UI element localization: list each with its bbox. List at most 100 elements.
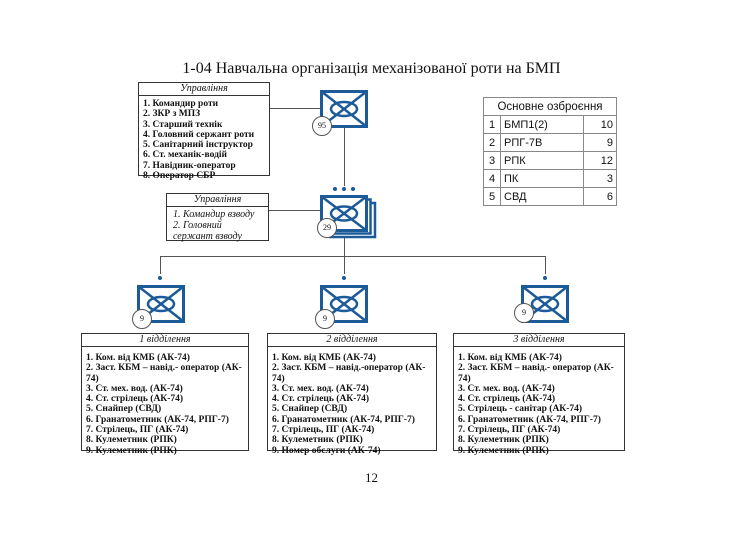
connector-squad-1 bbox=[160, 256, 161, 274]
list-item: 8. Оператор СБР bbox=[143, 171, 216, 182]
weapon-name: БМП1(2) bbox=[500, 115, 584, 134]
list-item: 9. Кулеметник (РПК) bbox=[458, 445, 549, 456]
squad-1-unit-symbol: 9 bbox=[132, 285, 185, 329]
connector-horizontal-bus bbox=[160, 256, 545, 257]
list-item: 5. Санітарний інструктор bbox=[143, 140, 253, 151]
list-item: 4. Ст. стрілець (АК-74) bbox=[458, 394, 556, 405]
list-item: 7. Стрілець, ПГ (АК-74) bbox=[86, 425, 189, 436]
list-item: 2. ЗКР з МПЗ bbox=[143, 109, 201, 120]
list-item: 2. Заст. КБМ – навід.- оператор (АК- 74) bbox=[458, 363, 614, 384]
connector-platoon-box bbox=[268, 210, 320, 211]
connector-squad-3 bbox=[545, 256, 546, 274]
squad-3-box: 3 відділення 1. Ком. від КМБ (АК-74) 2. … bbox=[453, 333, 625, 456]
list-item: 6. Гранатометник (АК-74, РПГ-7) bbox=[86, 414, 229, 425]
list-item: 7. Стрілець, ПГ (АК-74) bbox=[272, 425, 375, 436]
platoon-member-list: 1. Командир взводу 2. Головний сержант в… bbox=[167, 207, 268, 244]
row-number: 1 bbox=[483, 115, 501, 134]
row-number: 3 bbox=[483, 151, 501, 170]
table-row: 4 ПК 3 bbox=[483, 169, 617, 188]
echelon-dot bbox=[342, 276, 346, 280]
platoon-unit-symbol: 29 bbox=[317, 195, 378, 241]
platoon-command-header: Управління bbox=[167, 194, 268, 207]
connector-company-platoon bbox=[344, 128, 345, 186]
page-number: 12 bbox=[365, 470, 378, 485]
list-item: 7. Навідник-оператор bbox=[143, 160, 236, 171]
personnel-count-badge: 9 bbox=[315, 309, 335, 329]
weapon-quantity: 6 bbox=[583, 187, 617, 206]
list-item: 2. Заст. КБМ – навід.-оператор (АК- 74) bbox=[272, 363, 426, 384]
table-row: 3 РПК 12 bbox=[483, 151, 617, 170]
table-row: 5 СВД 6 bbox=[483, 187, 617, 206]
list-item: 3. Ст. мех. вод. (АК-74) bbox=[458, 383, 555, 394]
squad-2-unit-symbol: 9 bbox=[315, 285, 368, 329]
echelon-dot bbox=[158, 276, 162, 280]
squad-1-box: 1 відділення 1. Ком. від КМБ (АК-74) 2. … bbox=[81, 333, 249, 456]
echelon-dot bbox=[543, 276, 547, 280]
list-item: 8. Кулеметник (РПК) bbox=[86, 435, 177, 446]
list-item: 1. Ком. від КМБ (АК-74) bbox=[86, 353, 190, 363]
list-item: 3. Ст. мех. вод. (АК-74) bbox=[272, 383, 369, 394]
list-item: 2. Заст. КБМ – навід.- оператор (АК- 74) bbox=[86, 363, 242, 384]
list-item: 3. Ст. мех. вод. (АК-74) bbox=[86, 383, 183, 394]
list-item: 1. Командир взводу bbox=[173, 209, 255, 220]
squad-1-header: 1 відділення bbox=[82, 334, 248, 347]
squad-2-box: 2 відділення 1. Ком. від КМБ (АК-74) 2. … bbox=[267, 333, 437, 456]
squad-3-unit-symbol: 9 bbox=[514, 285, 569, 323]
list-item: 4. Головний сержант роти bbox=[143, 129, 255, 140]
list-item: 5. Снайпер (СВД) bbox=[272, 404, 348, 415]
list-item: 4. Ст. стрілець (АК-74) bbox=[272, 394, 370, 405]
weapon-name: РПК bbox=[500, 151, 584, 170]
echelon-dot bbox=[342, 187, 346, 191]
list-item: 8. Кулеметник (РПК) bbox=[272, 435, 363, 446]
list-item: 6. Ст. механік-водій bbox=[143, 150, 228, 161]
weapon-name: СВД bbox=[500, 187, 584, 206]
connector-squad-2 bbox=[344, 256, 345, 274]
row-number: 2 bbox=[483, 133, 501, 152]
squad-2-header: 2 відділення bbox=[268, 334, 436, 347]
personnel-count-badge: 95 bbox=[312, 116, 332, 136]
list-item: 5. Стрілець - санітар (АК-74) bbox=[458, 404, 583, 415]
list-item: 7. Стрілець, ПГ (АК-74) bbox=[458, 425, 561, 436]
list-item: 2. Головний сержант взводу bbox=[173, 220, 242, 242]
company-command-box: Управління 1. Командир роти 2. ЗКР з МПЗ… bbox=[138, 82, 270, 181]
list-item: 9. Кулеметник (РПК) bbox=[86, 445, 177, 456]
list-item: 1. Ком. від КМБ (АК-74) bbox=[458, 353, 562, 363]
weapon-quantity: 10 bbox=[583, 115, 617, 134]
table-row: 2 РПГ-7В 9 bbox=[483, 133, 617, 152]
connector-platoon-down bbox=[344, 236, 345, 256]
main-armament-table: Основне озброєння 1 БМП1(2) 10 2 РПГ-7В … bbox=[483, 97, 617, 206]
list-item: 9. Номер обслуги (АК-74) bbox=[272, 445, 381, 456]
personnel-count-badge: 9 bbox=[132, 309, 152, 329]
squad-3-header: 3 відділення bbox=[454, 334, 624, 347]
platoon-command-box: Управління 1. Командир взводу 2. Головни… bbox=[166, 193, 269, 244]
connector-company-box bbox=[270, 108, 320, 109]
echelon-dot bbox=[333, 187, 337, 191]
list-item: 1. Ком. від КМБ (АК-74) bbox=[272, 353, 376, 363]
company-unit-symbol: 95 bbox=[312, 90, 368, 136]
personnel-count-badge: 29 bbox=[317, 218, 337, 238]
squad-3-member-list: 1. Ком. від КМБ (АК-74) 2. Заст. КБМ – н… bbox=[454, 347, 624, 459]
weapon-quantity: 3 bbox=[583, 169, 617, 188]
row-number: 4 bbox=[483, 169, 501, 188]
list-item: 5. Снайпер (СВД) bbox=[86, 404, 162, 415]
list-item: 4. Ст. стрілець (АК-74) bbox=[86, 394, 184, 405]
list-item: 3. Старший технік bbox=[143, 119, 223, 130]
weapon-quantity: 9 bbox=[583, 133, 617, 152]
echelon-dot bbox=[351, 187, 355, 191]
row-number: 5 bbox=[483, 187, 501, 206]
table-row: 1 БМП1(2) 10 bbox=[483, 115, 617, 134]
company-command-header: Управління bbox=[139, 83, 269, 96]
personnel-count-badge: 9 bbox=[514, 303, 534, 323]
table-header: Основне озброєння bbox=[483, 97, 617, 116]
weapon-name: РПГ-7В bbox=[500, 133, 584, 152]
squad-2-member-list: 1. Ком. від КМБ (АК-74) 2. Заст. КБМ – н… bbox=[268, 347, 436, 459]
weapon-name: ПК bbox=[500, 169, 584, 188]
diagram-title: 1-04 Навчальна організація механізованої… bbox=[182, 60, 561, 77]
squad-1-member-list: 1. Ком. від КМБ (АК-74) 2. Заст. КБМ – н… bbox=[82, 347, 248, 459]
list-item: 8. Кулеметник (РПК) bbox=[458, 435, 549, 446]
weapon-quantity: 12 bbox=[583, 151, 617, 170]
list-item: 1. Командир роти bbox=[143, 99, 219, 109]
company-member-list: 1. Командир роти 2. ЗКР з МПЗ 3. Старший… bbox=[139, 96, 269, 184]
list-item: 6. Гранатометник (АК-74, РПГ-7) bbox=[458, 414, 601, 425]
list-item: 6. Гранатометник (АК-74, РПГ-7) bbox=[272, 414, 415, 425]
